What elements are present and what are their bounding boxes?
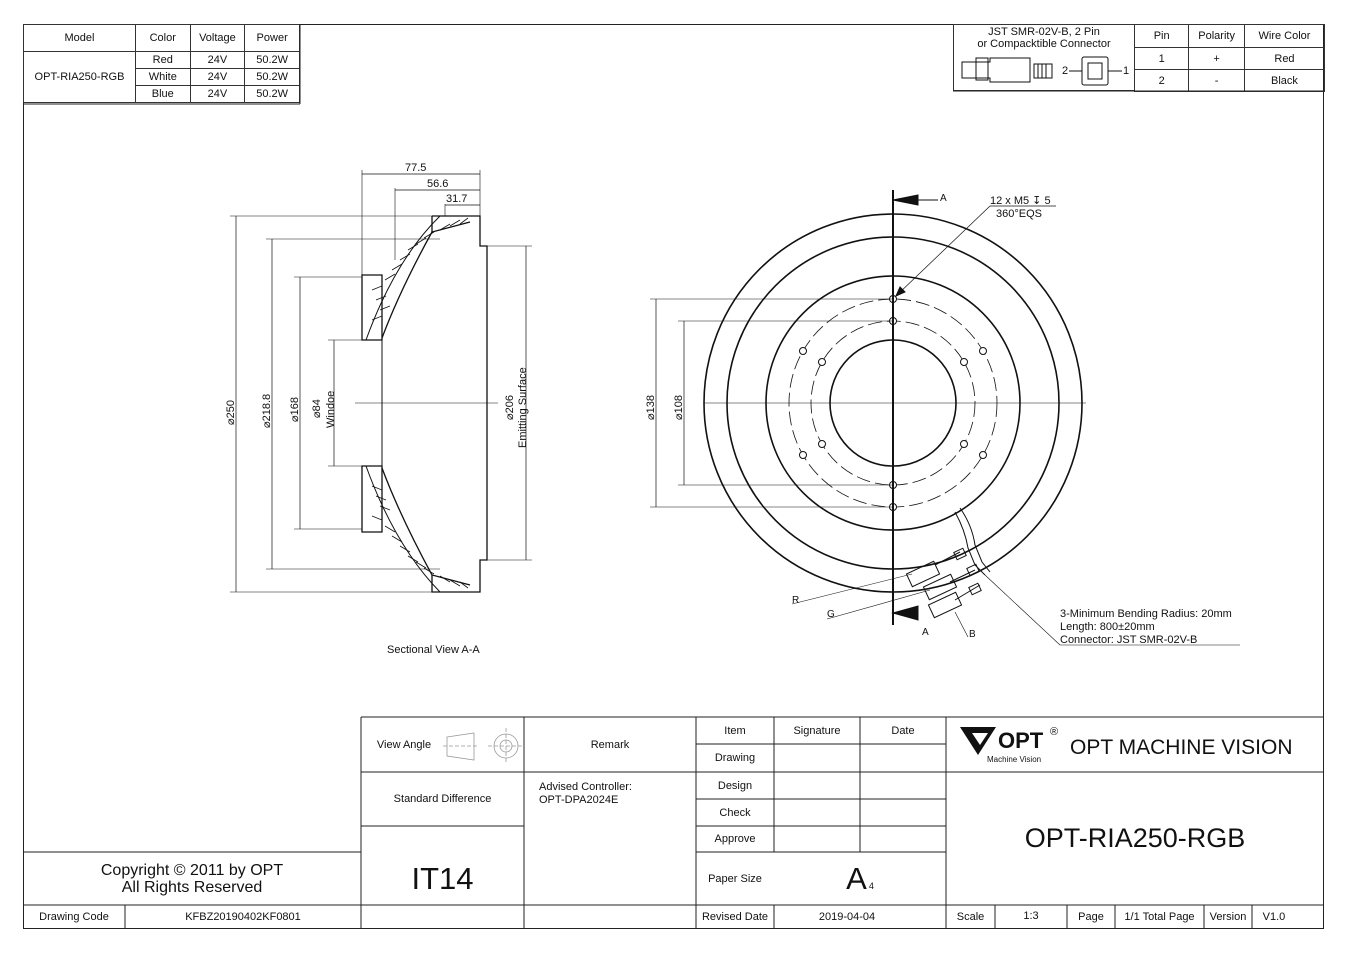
approve-row-label: Approve xyxy=(714,833,756,845)
pin-table: Pin Polarity Wire Color 1 + Red 2 - Blac… xyxy=(1133,24,1326,92)
front-view-labels: A A 12 x M5 ↧ 5 360°EQS ⌀138 ⌀108 R G B … xyxy=(645,193,1232,646)
dim-d84: ⌀84 xyxy=(311,399,323,418)
power-cell: 50.2W xyxy=(244,51,300,69)
sectional-caption: Sectional View A-A xyxy=(387,644,480,656)
opt-logo-icon xyxy=(960,727,996,755)
window-label: Windoe xyxy=(325,391,337,428)
dim-d108: ⌀108 xyxy=(673,395,685,420)
page-total: 1/1 Total Page xyxy=(1124,911,1195,923)
holes-callout-2: 360°EQS xyxy=(996,208,1042,220)
copyright-line-2: All Rights Reserved xyxy=(121,879,263,896)
check-row-label: Check xyxy=(719,806,751,819)
part-number: OPT-RIA250-RGB xyxy=(1024,823,1246,853)
header-pin: Pin xyxy=(1133,24,1190,48)
voltage-cell: 24V xyxy=(189,68,246,86)
logo-subtitle: Machine Vision xyxy=(987,755,1042,764)
drawing-code-value: KFBZ20190402KF0801 xyxy=(185,911,301,923)
connector-icon xyxy=(961,56,1122,86)
dim-d138: ⌀138 xyxy=(645,395,657,420)
copyright-line-1: Copyright © 2011 by OPT xyxy=(100,862,284,879)
wire-r-label: R xyxy=(792,595,799,606)
std-diff-label: Standard Difference xyxy=(393,793,492,805)
paper-size-sub: 4 xyxy=(868,880,874,891)
connector-title-2: or Compacktible Connector xyxy=(977,38,1111,50)
date-header: Date xyxy=(891,724,915,737)
version-label: Version xyxy=(1209,911,1247,923)
wire-b-label: B xyxy=(969,629,976,640)
model-name: OPT-RIA250-RGB xyxy=(23,51,136,103)
cable-note-3: Connector: JST SMR-02V-B xyxy=(1060,634,1197,646)
front-view xyxy=(650,190,1240,646)
dim-d168: ⌀168 xyxy=(289,397,301,422)
dim-inner: 31.7 xyxy=(446,193,467,205)
scale-value: 1:3 xyxy=(1023,910,1039,922)
header-polarity: Polarity xyxy=(1188,24,1245,48)
cable-note-1: 3-Minimum Bending Radius: 20mm xyxy=(1060,608,1232,620)
version-value: V1.0 xyxy=(1262,911,1286,923)
revised-date-value: 2019-04-04 xyxy=(818,911,876,923)
holes-callout-1: 12 x M5 ↧ 5 xyxy=(990,195,1051,207)
logo-registered: ® xyxy=(1050,726,1059,738)
dim-mid: 56.6 xyxy=(427,178,448,190)
remark-label: Remark xyxy=(590,738,630,751)
dim-d206: ⌀206 xyxy=(504,395,516,420)
header-wire-color: Wire Color xyxy=(1243,24,1326,48)
advised-controller-1: Advised Controller: xyxy=(539,781,632,793)
view-angle-icon xyxy=(443,728,524,764)
drawing-frame xyxy=(23,24,1324,929)
header-voltage: Voltage xyxy=(189,24,246,52)
item-header: Item xyxy=(724,724,746,737)
section-a-top: A xyxy=(940,193,947,204)
sectional-dimension-labels: 77.5 56.6 31.7 ⌀250 ⌀218.8 ⌀168 ⌀84 Wind… xyxy=(225,162,529,656)
scale-label: Scale xyxy=(956,911,985,923)
page-label: Page xyxy=(1078,911,1104,923)
drawing-row-label: Drawing xyxy=(714,752,756,764)
paper-size-label: Paper Size xyxy=(708,872,762,885)
logo-text: OPT xyxy=(998,728,1044,753)
tolerance-value: IT14 xyxy=(411,860,474,896)
design-row-label: Design xyxy=(717,779,753,792)
sectional-view xyxy=(230,170,532,593)
signature-header: Signature xyxy=(793,724,841,737)
connector-pin2-label: 2 xyxy=(1062,65,1069,77)
power-cell: 50.2W xyxy=(244,85,300,103)
connector-title-1: JST SMR-02V-B, 2 Pin xyxy=(988,26,1100,38)
dim-total: 77.5 xyxy=(405,162,426,174)
drawing-code-label: Drawing Code xyxy=(39,911,109,923)
wire-g-label: G xyxy=(827,609,835,620)
title-block-lines xyxy=(23,24,1324,929)
connector-pin1-label: 1 xyxy=(1123,65,1130,77)
model-table: Model Color Voltage Power OPT-RIA250-RGB… xyxy=(23,24,300,103)
revised-date-label: Revised Date xyxy=(701,911,769,923)
voltage-cell: 24V xyxy=(189,85,246,103)
dim-d250: ⌀250 xyxy=(225,400,237,425)
view-angle-label: View Angle xyxy=(376,738,432,751)
dim-d218: ⌀218.8 xyxy=(261,394,273,428)
cable-note-2: Length: 800±20mm xyxy=(1060,621,1155,633)
company-name: OPT MACHINE VISION xyxy=(1070,736,1293,759)
color-cell: Blue xyxy=(134,85,191,103)
section-a-bottom: A xyxy=(922,627,929,638)
wire-color-cell: Black xyxy=(1243,69,1326,92)
advised-controller-2: OPT-DPA2024E xyxy=(539,794,619,806)
emitting-surface-label: Emitting Surface xyxy=(517,367,529,448)
header-color: Color xyxy=(134,24,191,52)
paper-size-letter: A xyxy=(846,860,867,896)
